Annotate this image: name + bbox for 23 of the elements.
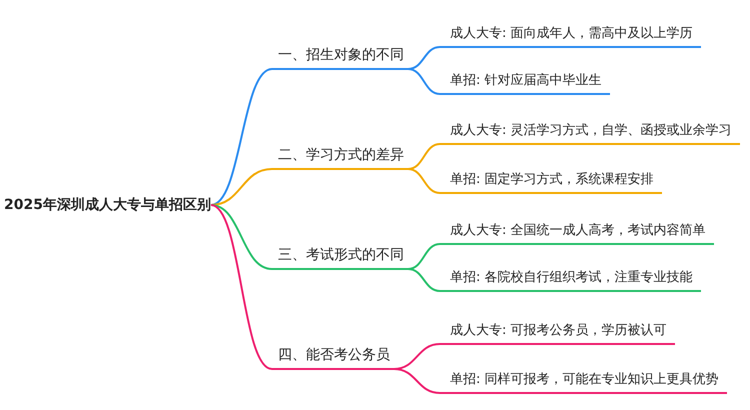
leaf-topic: 成人大专: 灵活学习方式，自学、函授或业余学习: [440, 121, 740, 145]
connector: [210, 204, 272, 270]
leaf-topic: 单招: 同样可报考，可能在专业知识上更具优势: [440, 370, 727, 394]
leaf-topic: 单招: 固定学习方式，系统课程安排: [440, 170, 662, 194]
connector: [210, 204, 272, 370]
root-topic: 2025年深圳成人大专与单招区别: [4, 196, 211, 214]
connector: [394, 368, 440, 394]
leaf-topic: 成人大专: 可报考公务员，学历被认可: [440, 321, 675, 345]
connector: [408, 268, 440, 292]
branch-topic: 三、考试形式的不同: [272, 246, 408, 270]
leaf-topic: 单招: 各院校自行组织考试，注重专业技能: [440, 268, 701, 292]
branch-topic: 一、招生对象的不同: [272, 46, 408, 70]
branch-topic: 四、能否考公务员: [272, 346, 394, 370]
connector: [408, 46, 440, 70]
branch-topic: 二、学习方式的差异: [272, 146, 408, 170]
connector: [210, 68, 272, 206]
leaf-topic: 成人大专: 面向成年人，需高中及以上学历: [440, 24, 701, 48]
connector: [408, 168, 440, 194]
leaf-topic: 成人大专: 全国统一成人高考，考试内容简单: [440, 221, 714, 245]
leaf-topic: 单招: 针对应届高中毕业生: [440, 71, 610, 95]
connector: [408, 143, 440, 170]
connector: [408, 68, 440, 95]
connector: [408, 243, 440, 270]
